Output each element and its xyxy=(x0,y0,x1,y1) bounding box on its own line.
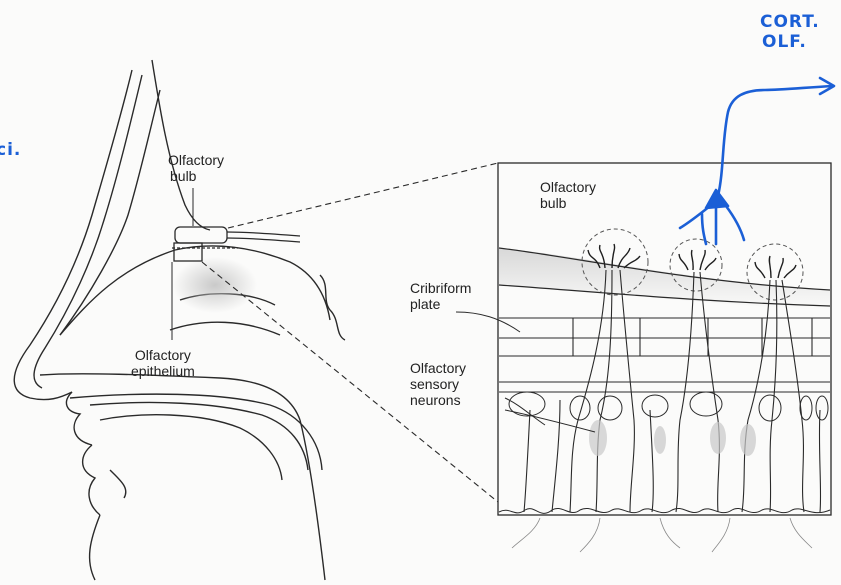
palate xyxy=(70,394,322,470)
head-profile xyxy=(14,60,345,580)
label-olfactory-sensory-neurons: Olfactory sensory neurons xyxy=(410,360,466,408)
olfactory-bulb-left xyxy=(172,227,300,261)
tongue xyxy=(100,415,282,480)
throat-line xyxy=(300,420,325,580)
chin xyxy=(90,515,100,580)
forehead-inner xyxy=(152,60,210,230)
cribriform-plate xyxy=(499,318,830,356)
sinus-curve xyxy=(320,275,345,340)
label-olfactory-bulb-left: Olfactory bulb xyxy=(168,152,224,184)
handwritten-left-fragment: ci. xyxy=(0,140,21,160)
bulb-shaded-band xyxy=(499,248,830,310)
epithelium-shading xyxy=(173,257,257,313)
nose-inner-profile xyxy=(34,75,142,388)
leader-neurons-2 xyxy=(505,410,595,432)
pen-annotation xyxy=(680,78,834,244)
handwritten-cortex-olfactory: CORT. OLF. xyxy=(760,12,820,52)
label-olfactory-epithelium: Olfactory epithelium xyxy=(131,347,195,379)
nasal-bone xyxy=(60,90,160,335)
pen-dendrite-right xyxy=(726,206,744,240)
projection-line-top xyxy=(228,163,498,228)
turbinate-2 xyxy=(170,322,280,335)
lip-upper xyxy=(66,392,92,445)
support-cells xyxy=(509,392,828,421)
inset-panel xyxy=(456,163,831,552)
inset-frame xyxy=(498,163,831,515)
epiglottis xyxy=(110,470,126,498)
nose-outer-profile xyxy=(14,70,132,400)
pen-axon xyxy=(718,86,832,196)
neuron-somata xyxy=(589,420,756,456)
leader-cribriform xyxy=(456,312,520,332)
cilia-fringe xyxy=(499,508,830,513)
cilia-below xyxy=(512,518,812,552)
label-olfactory-bulb-inset: Olfactory bulb xyxy=(540,179,596,211)
label-cribriform-plate: Cribriform plate xyxy=(410,280,471,312)
lip-lower xyxy=(83,445,100,515)
pen-dendrite-left xyxy=(680,206,710,228)
